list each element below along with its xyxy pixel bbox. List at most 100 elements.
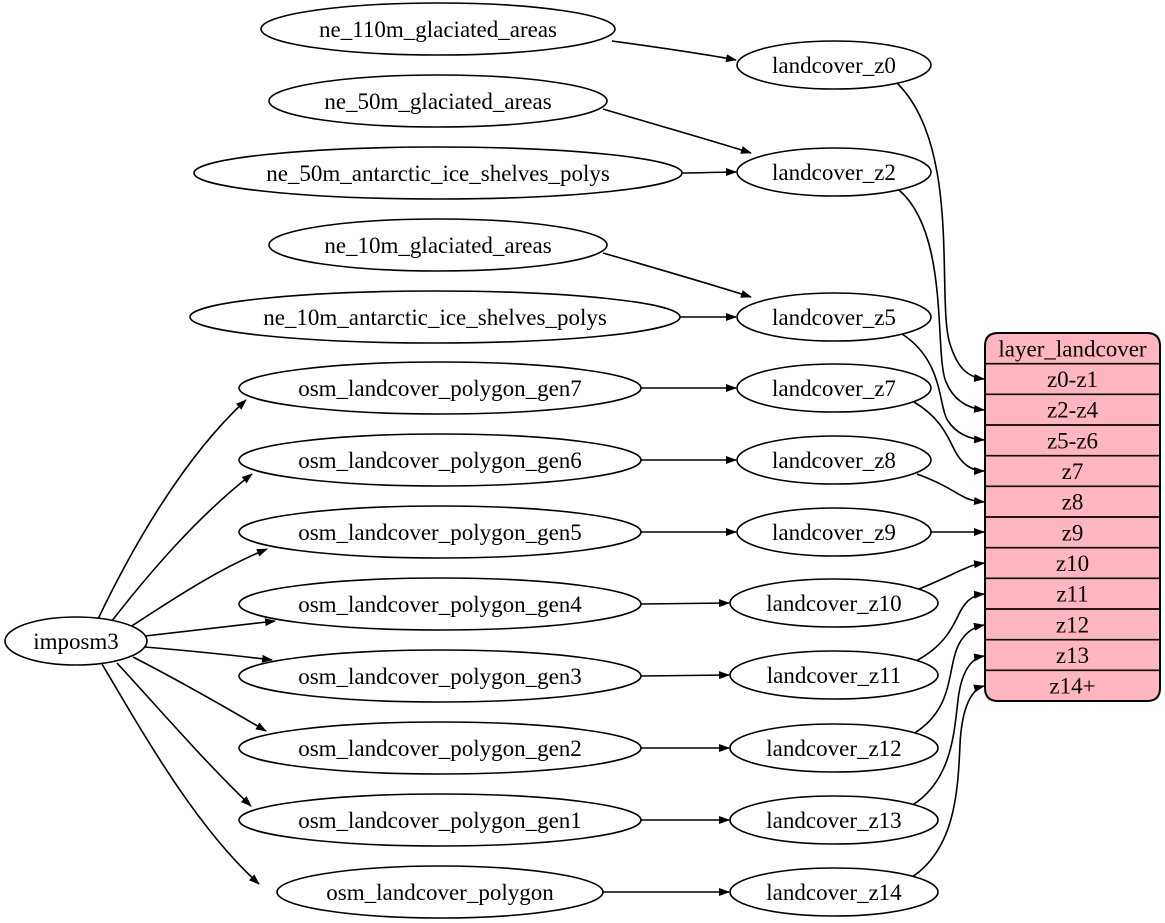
node-label-landcover_z7: landcover_z7 xyxy=(772,376,896,401)
edge-landcover_z8-to-layer_landcover-z8 xyxy=(916,473,985,505)
record-row-z14+: z14+ xyxy=(1049,674,1095,699)
node-landcover_z8: landcover_z8 xyxy=(736,435,932,485)
edge-imposm3-to-osm_landcover_polygon_gen5 xyxy=(126,548,268,630)
edge-landcover_z7-to-layer_landcover-z7 xyxy=(913,401,985,475)
node-label-landcover_z12: landcover_z12 xyxy=(766,736,901,761)
edge-imposm3-to-osm_landcover_polygon_gen2 xyxy=(132,656,267,732)
node-label-osm_landcover_polygon_gen5: osm_landcover_polygon_gen5 xyxy=(298,520,582,545)
node-ne_10m_antarctic_ice_shelves_polys: ne_10m_antarctic_ice_shelves_polys xyxy=(189,290,681,344)
node-shape-ne_10m_antarctic_ice_shelves_polys xyxy=(189,290,681,344)
node-shape-ne_50m_antarctic_ice_shelves_polys xyxy=(193,146,683,200)
node-osm_landcover_polygon: osm_landcover_polygon xyxy=(276,865,604,919)
node-shape-landcover_z7 xyxy=(736,363,932,413)
node-shape-imposm3 xyxy=(4,616,148,666)
node-shape-osm_landcover_polygon_gen7 xyxy=(238,361,642,415)
node-shape-osm_landcover_polygon xyxy=(276,865,604,919)
node-label-osm_landcover_polygon_gen2: osm_landcover_polygon_gen2 xyxy=(298,736,582,761)
node-landcover_z9: landcover_z9 xyxy=(736,507,932,557)
node-shape-ne_10m_glaciated_areas xyxy=(268,218,608,272)
edge-osm_landcover_polygon_gen4-to-landcover_z10 xyxy=(640,599,730,608)
edge-imposm3-to-osm_landcover_polygon xyxy=(101,663,260,885)
node-shape-landcover_z0 xyxy=(736,40,932,90)
node-label-imposm3: imposm3 xyxy=(33,629,119,654)
node-shape-landcover_z11 xyxy=(729,650,939,700)
node-label-osm_landcover_polygon_gen6: osm_landcover_polygon_gen6 xyxy=(298,448,582,473)
node-shape-landcover_z5 xyxy=(736,292,932,342)
node-label-landcover_z11: landcover_z11 xyxy=(767,663,902,688)
node-osm_landcover_polygon_gen4: osm_landcover_polygon_gen4 xyxy=(238,577,642,631)
node-label-landcover_z9: landcover_z9 xyxy=(772,520,896,545)
edge-landcover_z2-to-layer_landcover-z2-z4 xyxy=(898,189,985,413)
edge-ne_50m_glaciated_areas-to-landcover_z2 xyxy=(602,108,752,154)
edge-landcover_z11-to-layer_landcover-z11 xyxy=(915,590,985,662)
node-shape-landcover_z9 xyxy=(736,507,932,557)
node-landcover_z0: landcover_z0 xyxy=(736,40,932,90)
node-ne_50m_glaciated_areas: ne_50m_glaciated_areas xyxy=(268,74,608,128)
edge-imposm3-to-osm_landcover_polygon_gen1 xyxy=(116,662,252,807)
node-label-landcover_z5: landcover_z5 xyxy=(772,305,896,330)
edge-landcover_z10-to-layer_landcover-z10 xyxy=(918,560,985,590)
edge-ne_10m_glaciated_areas-to-landcover_z5 xyxy=(602,252,752,298)
node-osm_landcover_polygon_gen1: osm_landcover_polygon_gen1 xyxy=(238,793,642,847)
record-row-z0-z1: z0-z1 xyxy=(1047,367,1098,392)
edge-landcover_z13-to-layer_landcover-z13 xyxy=(910,653,985,807)
record-title: layer_landcover xyxy=(998,336,1146,361)
node-label-landcover_z2: landcover_z2 xyxy=(772,160,896,185)
record-row-z12: z12 xyxy=(1056,612,1089,637)
node-landcover_z10: landcover_z10 xyxy=(729,578,939,628)
edge-landcover_z0-to-layer_landcover-z0-z1 xyxy=(896,82,985,382)
record-row-z2-z4: z2-z4 xyxy=(1047,398,1099,423)
node-imposm3: imposm3 xyxy=(4,616,148,666)
record-row-z11: z11 xyxy=(1056,582,1088,607)
node-shape-osm_landcover_polygon_gen2 xyxy=(238,721,642,775)
edge-landcover_z5-to-layer_landcover-z5-z6 xyxy=(901,333,985,444)
node-label-osm_landcover_polygon_gen4: osm_landcover_polygon_gen4 xyxy=(298,592,582,617)
node-ne_50m_antarctic_ice_shelves_polys: ne_50m_antarctic_ice_shelves_polys xyxy=(193,146,683,200)
record-row-z9: z9 xyxy=(1062,520,1084,545)
node-shape-landcover_z12 xyxy=(729,723,939,773)
node-label-ne_50m_antarctic_ice_shelves_polys: ne_50m_antarctic_ice_shelves_polys xyxy=(266,161,610,186)
node-osm_landcover_polygon_gen3: osm_landcover_polygon_gen3 xyxy=(238,649,642,703)
node-landcover_z7: landcover_z7 xyxy=(736,363,932,413)
node-label-osm_landcover_polygon: osm_landcover_polygon xyxy=(326,880,554,905)
node-shape-osm_landcover_polygon_gen1 xyxy=(238,793,642,847)
node-shape-landcover_z10 xyxy=(729,578,939,628)
node-landcover_z11: landcover_z11 xyxy=(729,650,939,700)
node-label-landcover_z8: landcover_z8 xyxy=(772,448,896,473)
record-row-z13: z13 xyxy=(1056,643,1089,668)
edge-ne_110m_glaciated_areas-to-landcover_z0 xyxy=(611,40,737,63)
edge-imposm3-to-osm_landcover_polygon_gen6 xyxy=(110,473,253,623)
record-row-z8: z8 xyxy=(1062,490,1084,515)
node-landcover_z2: landcover_z2 xyxy=(736,147,932,197)
node-label-landcover_z0: landcover_z0 xyxy=(772,53,896,78)
edge-imposm3-to-osm_landcover_polygon_gen3 xyxy=(144,646,273,663)
node-ne_110m_glaciated_areas: ne_110m_glaciated_areas xyxy=(260,2,616,56)
edge-osm_landcover_polygon_gen3-to-landcover_z11 xyxy=(640,671,730,680)
node-landcover_z14: landcover_z14 xyxy=(729,867,939,917)
edge-landcover_z12-to-layer_landcover-z12 xyxy=(912,622,985,735)
node-osm_landcover_polygon_gen7: osm_landcover_polygon_gen7 xyxy=(238,361,642,415)
node-label-osm_landcover_polygon_gen1: osm_landcover_polygon_gen1 xyxy=(298,808,582,833)
record-row-z7: z7 xyxy=(1062,459,1084,484)
record-row-z10: z10 xyxy=(1056,551,1089,576)
node-label-landcover_z14: landcover_z14 xyxy=(766,880,902,905)
record-row-z5-z6: z5-z6 xyxy=(1047,428,1098,453)
node-landcover_z13: landcover_z13 xyxy=(729,795,939,845)
node-shape-landcover_z8 xyxy=(736,435,932,485)
node-shape-osm_landcover_polygon_gen4 xyxy=(238,577,642,631)
node-shape-landcover_z13 xyxy=(729,795,939,845)
node-ne_10m_glaciated_areas: ne_10m_glaciated_areas xyxy=(268,218,608,272)
node-label-osm_landcover_polygon_gen7: osm_landcover_polygon_gen7 xyxy=(298,376,582,401)
node-label-ne_110m_glaciated_areas: ne_110m_glaciated_areas xyxy=(319,17,557,42)
node-shape-osm_landcover_polygon_gen6 xyxy=(238,433,642,487)
node-label-landcover_z10: landcover_z10 xyxy=(766,591,901,616)
node-label-ne_50m_glaciated_areas: ne_50m_glaciated_areas xyxy=(324,89,551,114)
node-osm_landcover_polygon_gen6: osm_landcover_polygon_gen6 xyxy=(238,433,642,487)
node-osm_landcover_polygon_gen5: osm_landcover_polygon_gen5 xyxy=(238,505,642,559)
node-label-landcover_z13: landcover_z13 xyxy=(766,808,901,833)
node-landcover_z5: landcover_z5 xyxy=(736,292,932,342)
node-shape-landcover_z14 xyxy=(729,867,939,917)
node-shape-ne_110m_glaciated_areas xyxy=(260,2,616,56)
